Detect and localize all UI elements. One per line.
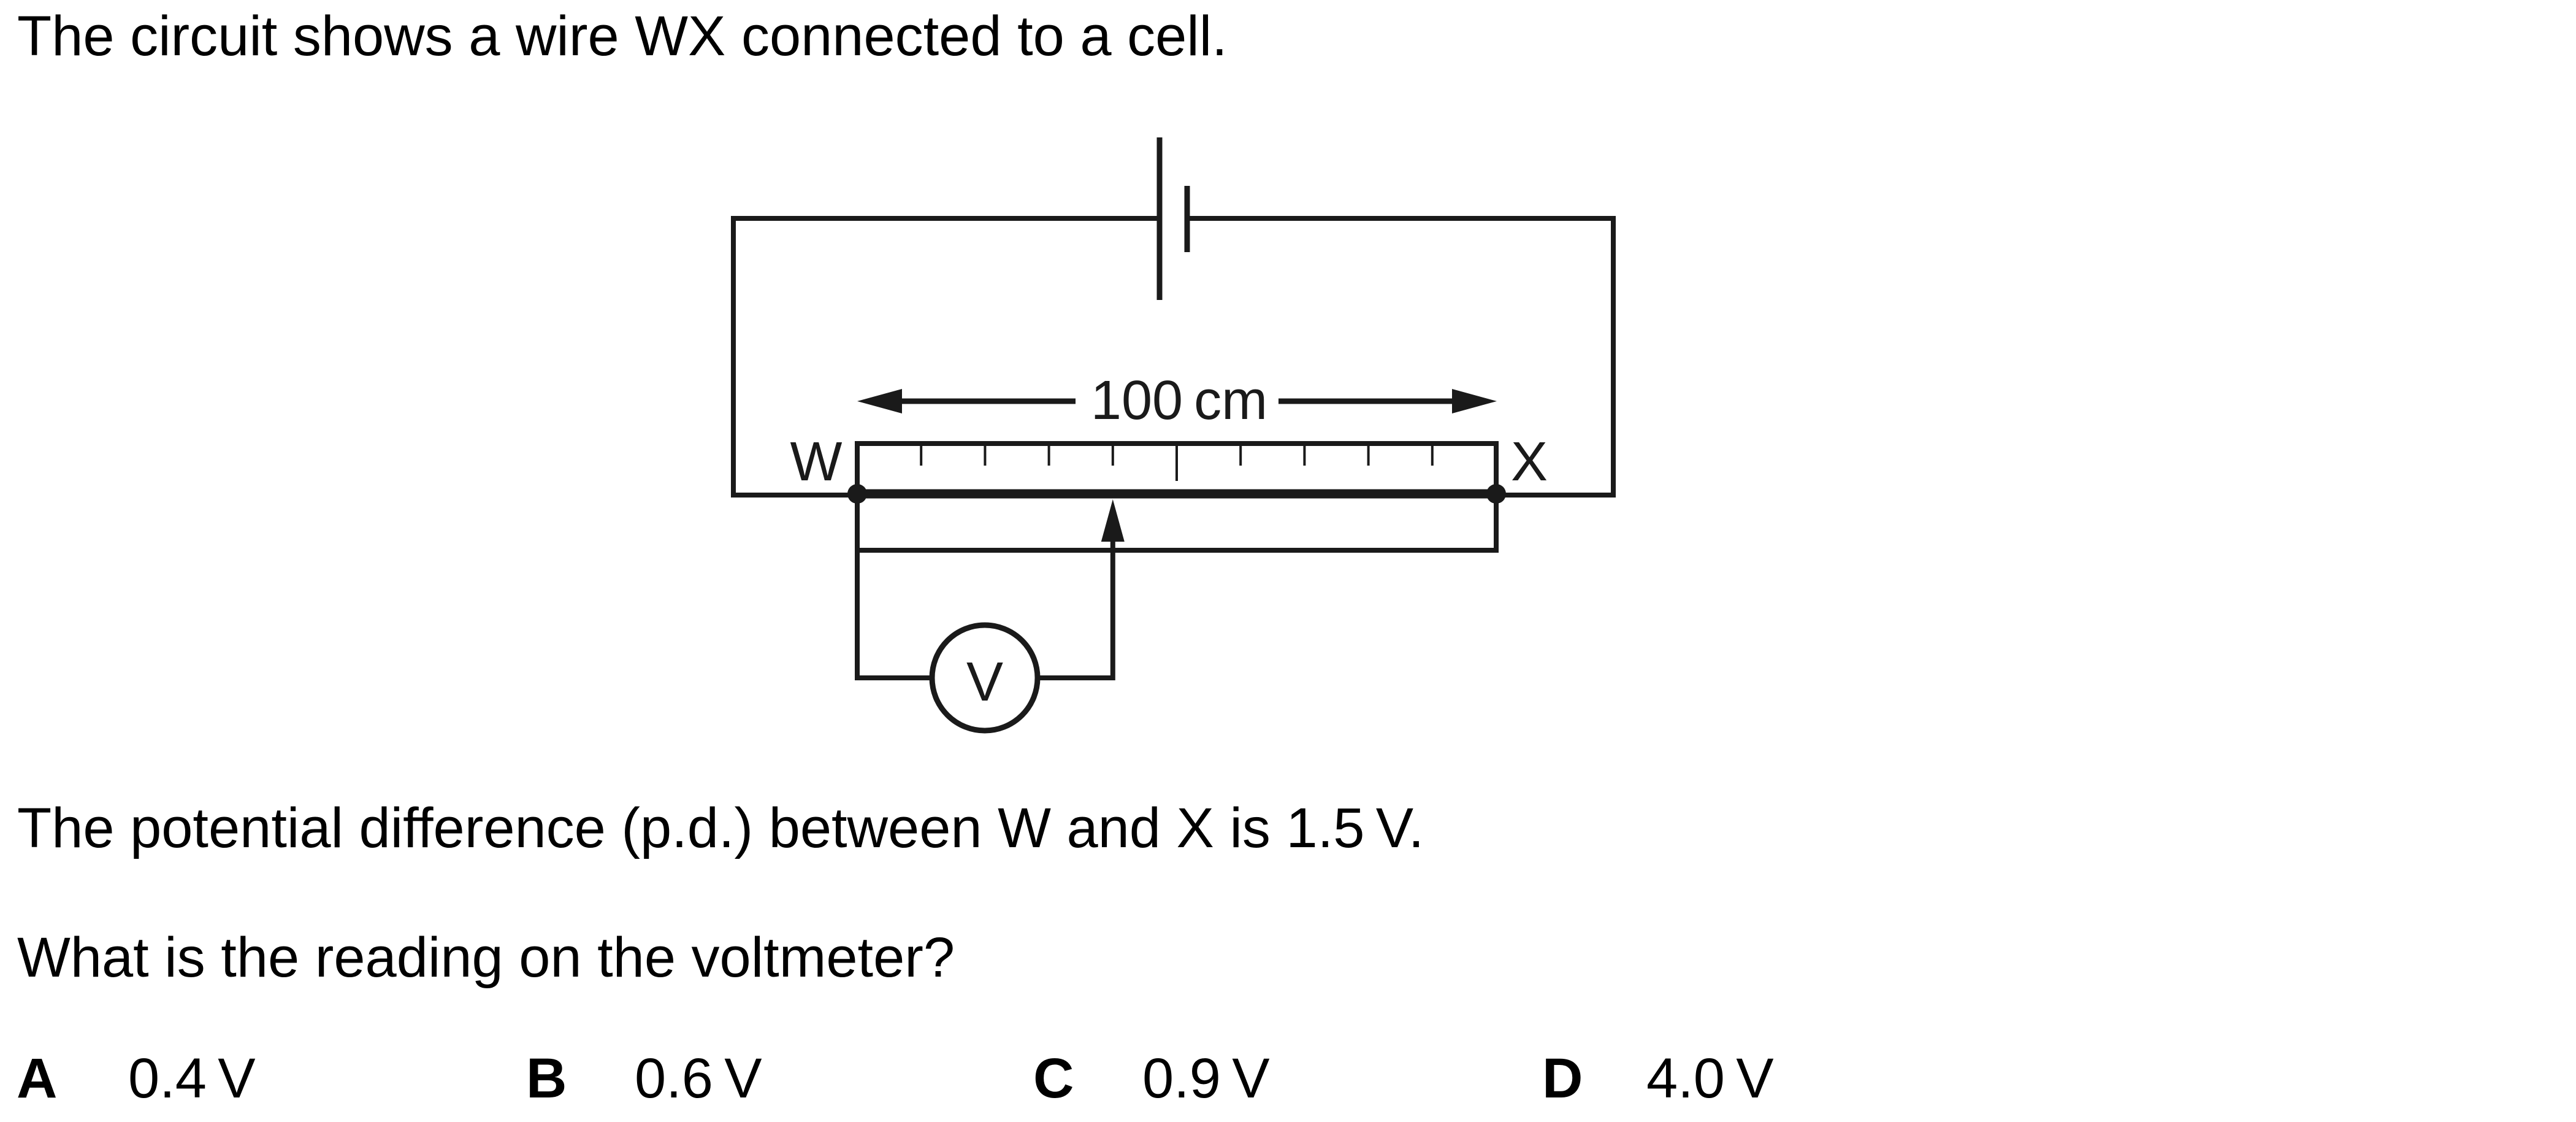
option-letter: D <box>1542 1047 1583 1110</box>
voltmeter-label: V <box>966 651 1003 713</box>
junction-dot-x <box>1486 484 1506 504</box>
junction-dot-w <box>847 484 867 504</box>
lower-loop-wire <box>855 491 1499 553</box>
question-text: What is the reading on the voltmeter? <box>17 926 955 989</box>
voltmeter-wire-left <box>855 548 934 680</box>
outer-wire-left <box>731 216 1162 498</box>
cell-icon <box>1156 137 1190 300</box>
option-value: 4.0 V <box>1646 1047 1774 1110</box>
end-label-x: X <box>1511 431 1548 493</box>
pd-statement-text: The potential difference (p.d.) between … <box>17 797 1424 859</box>
sliding-contact-arrow-icon[interactable] <box>1101 499 1125 542</box>
voltmeter-circle <box>929 622 1041 734</box>
option-value: 0.9 V <box>1142 1047 1270 1110</box>
option-value: 0.4 V <box>128 1047 256 1110</box>
arrowhead-right-icon <box>1452 389 1497 413</box>
voltmeter: V <box>929 622 1041 734</box>
outer-wire-right <box>1185 216 1616 498</box>
end-label-w: W <box>790 431 843 493</box>
arrowhead-left-icon <box>857 389 902 413</box>
length-label: 100 cm <box>1091 370 1267 431</box>
metre-rule <box>855 441 1499 496</box>
option-value: 0.6 V <box>635 1047 762 1110</box>
intro-text: The circuit shows a wire WX connected to… <box>17 5 1228 67</box>
rule-ticks <box>920 444 1434 481</box>
option-letter: A <box>17 1047 58 1110</box>
option-letter: C <box>1033 1047 1074 1110</box>
slider-wire <box>1035 537 1115 680</box>
option-letter: B <box>526 1047 567 1110</box>
length-dimension: 100 cm <box>857 370 1497 431</box>
